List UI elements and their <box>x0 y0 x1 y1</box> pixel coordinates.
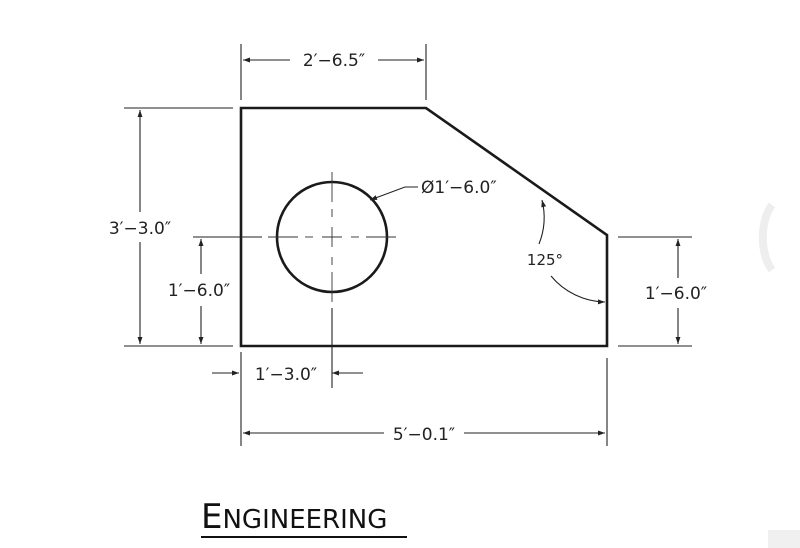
hole-center-lines <box>268 172 396 302</box>
title-first-letter: E <box>201 497 222 537</box>
angle-dimension: 125° <box>527 251 563 269</box>
right-edge-height-dimension: 1′−6.0″ <box>645 284 707 304</box>
hole-center-offset-dimension: 1′−3.0″ <box>255 365 317 385</box>
extension-lines <box>124 44 692 446</box>
part-outline <box>239 106 609 348</box>
edge-artifact <box>758 202 776 273</box>
title-rest: NGINEERING <box>222 505 387 535</box>
dimension-lines <box>137 57 681 436</box>
top-width-dimension: 2′−6.5″ <box>303 51 365 71</box>
hole-center-height-dimension: 1′−6.0″ <box>168 281 230 301</box>
overall-width-dimension: 5′−0.1″ <box>393 425 455 445</box>
drawing-title: ENGINEERING <box>201 497 387 537</box>
edge-artifact-bar <box>768 530 800 548</box>
hole-diameter-dimension: Ø1′−6.0″ <box>421 178 497 198</box>
overall-height-dimension: 3′−3.0″ <box>109 219 171 239</box>
